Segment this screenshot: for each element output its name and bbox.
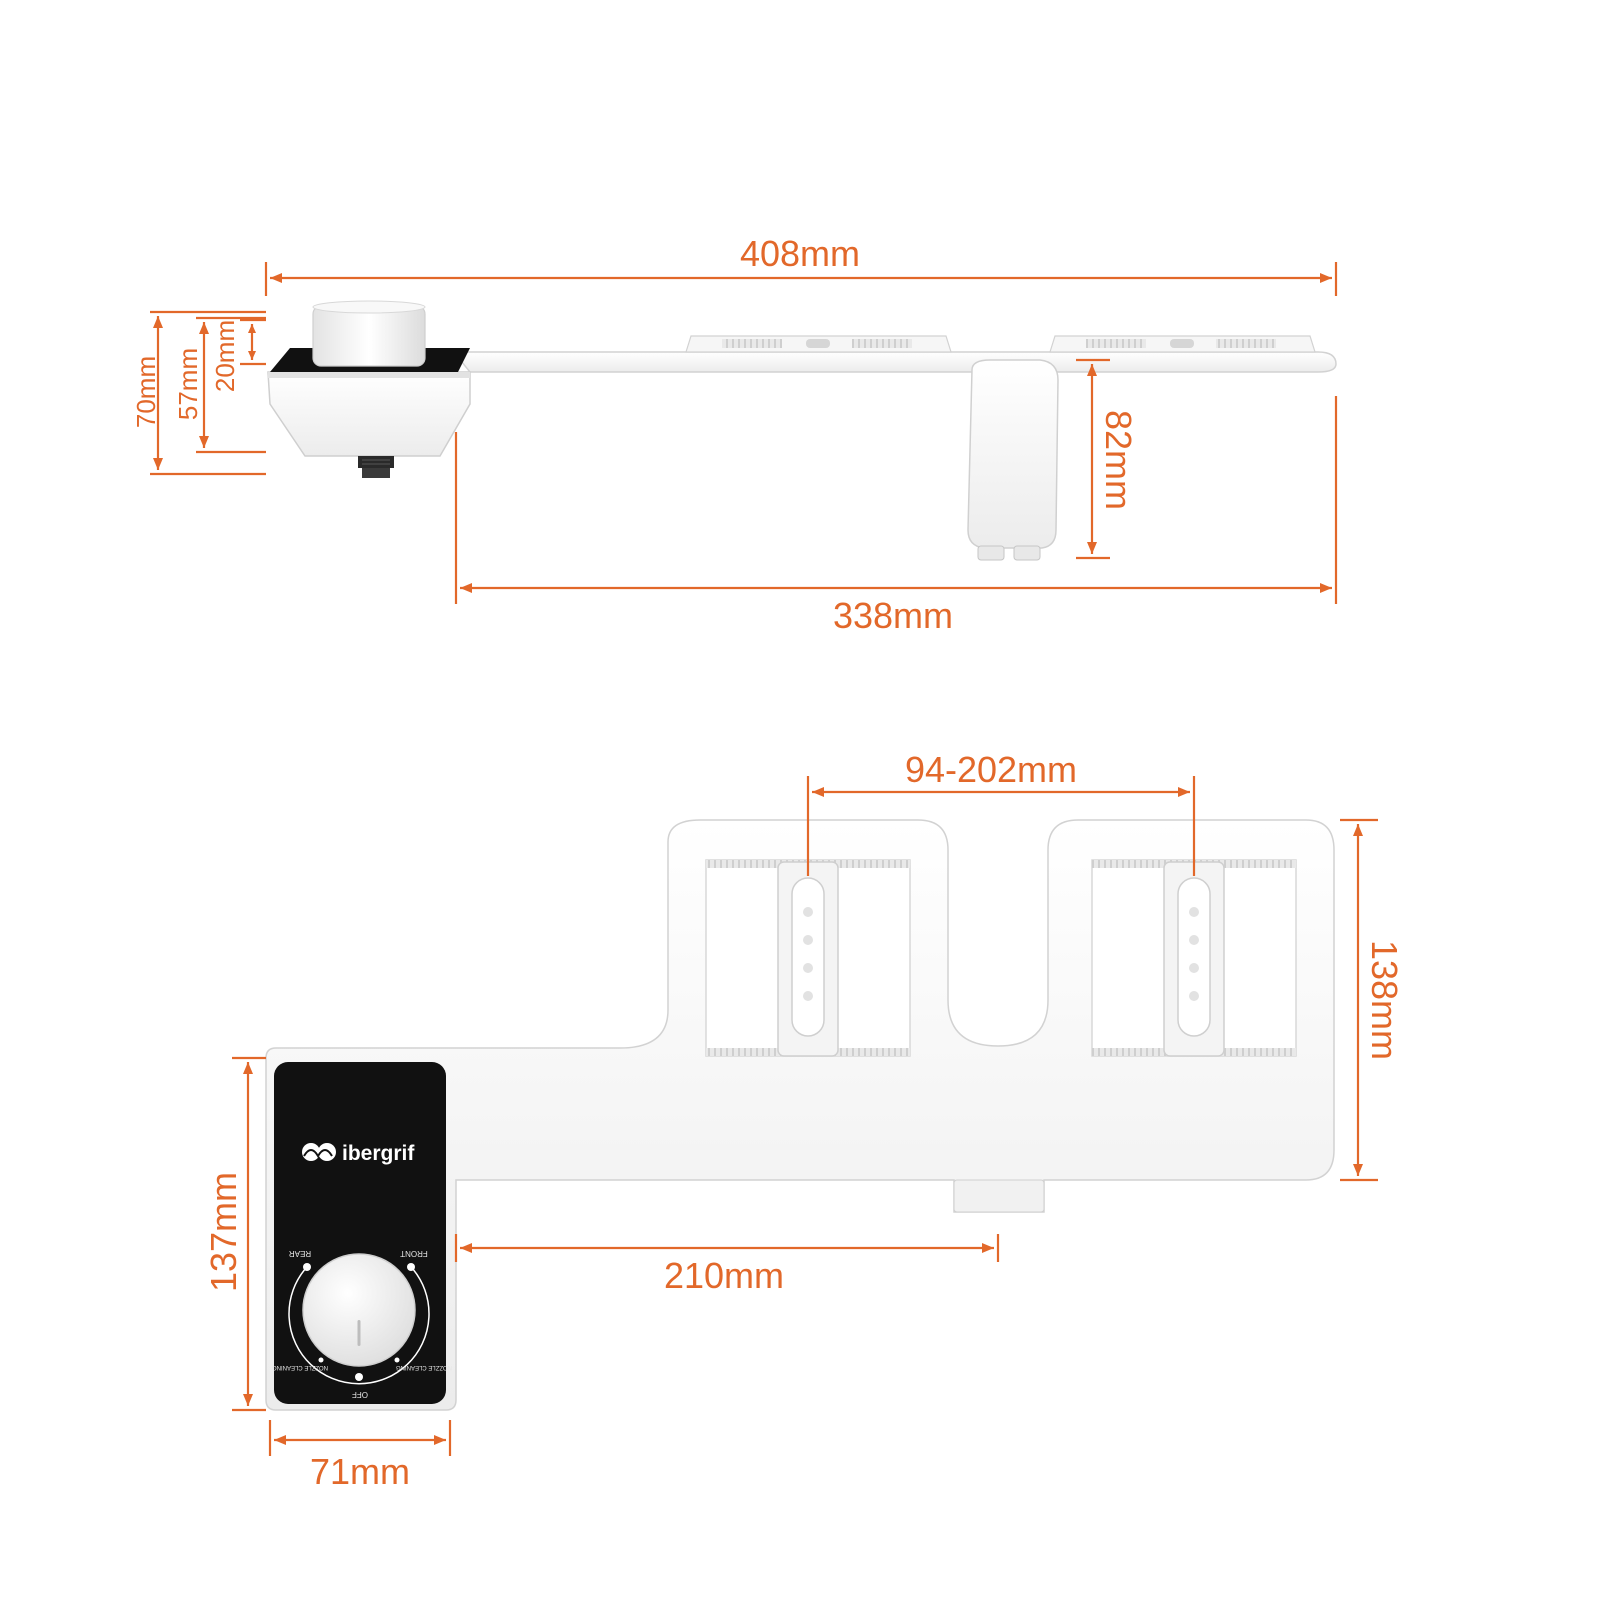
dial-marker-rear — [303, 1263, 311, 1271]
control-housing — [267, 371, 471, 457]
mounting-arm — [453, 351, 1337, 373]
hose-connector-icon — [358, 456, 394, 478]
dim-label-panel-width: 71mm — [310, 1451, 410, 1492]
dim-label-nozzle-offset: 210mm — [664, 1255, 784, 1296]
mount-window-left — [705, 859, 911, 1057]
dial-knob[interactable] — [302, 1253, 416, 1367]
dim-label-panel-length: 137mm — [203, 1172, 244, 1292]
dim-label-overall-height: 70mm — [131, 356, 161, 428]
slot-hole — [1170, 339, 1194, 348]
brand-name: ibergrif — [342, 1142, 415, 1165]
dim-label-body-height: 57mm — [173, 348, 203, 420]
bracket-slot-right — [1177, 877, 1211, 1037]
nozzle-bracket — [967, 359, 1059, 549]
dimension-lines — [150, 262, 1378, 1456]
dial-label-rear: REAR — [289, 1249, 311, 1258]
dial-arc — [288, 1267, 430, 1385]
plan-view: ibergrif REAR FRONT OFF NOZZLE CLEANING … — [265, 819, 1335, 1411]
dial-marker-front — [407, 1263, 415, 1271]
mounting-plate-outline — [265, 819, 1335, 1411]
nozzle-tip-left — [977, 545, 1005, 561]
dim-label-mount-depth: 138mm — [1364, 940, 1405, 1060]
bracket-slot-left — [791, 877, 825, 1037]
side-view — [267, 300, 1337, 561]
dial-label-clean-right: NOZZLE CLEANING — [396, 1364, 452, 1370]
dial-label-clean-left: NOZZLE CLEANING — [272, 1364, 328, 1370]
slot-rib — [722, 339, 782, 348]
housing-edge — [268, 372, 470, 378]
dial-marker-clean-right — [394, 1357, 400, 1363]
ibergrif-logo-icon — [302, 1143, 336, 1161]
nozzle-housing — [953, 1179, 1045, 1213]
dim-label-bracket-spacing: 94-202mm — [905, 749, 1077, 790]
dim-label-total-length: 408mm — [740, 233, 860, 274]
mount-window-right — [1091, 859, 1297, 1057]
dial-label-front: FRONT — [400, 1249, 428, 1258]
dim-label-bracket-height: 82mm — [1098, 410, 1139, 510]
control-panel: ibergrif REAR FRONT OFF NOZZLE CLEANING … — [272, 1062, 452, 1404]
dim-label-knob-height: 20mm — [210, 320, 240, 392]
slot-rib — [852, 339, 912, 348]
dial-knob-icon — [312, 300, 426, 367]
nozzle-tip-right — [1013, 545, 1041, 561]
dial-label-off: OFF — [352, 1390, 368, 1399]
dial-marker-off — [355, 1373, 363, 1381]
dial-marker-clean-left — [318, 1357, 324, 1363]
dim-label-mount-length: 338mm — [833, 595, 953, 636]
slot-hole — [806, 339, 830, 348]
slot-rib — [1086, 339, 1146, 348]
slot-rib — [1216, 339, 1276, 348]
